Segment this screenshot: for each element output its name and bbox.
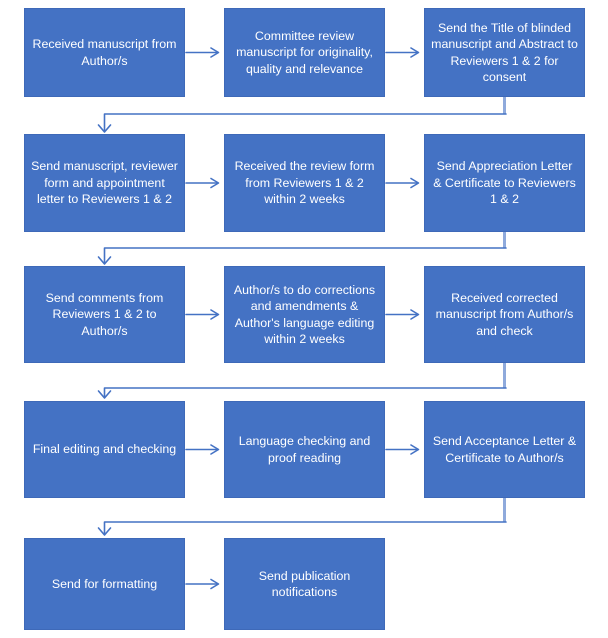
flow-step-committee-review: Committee review manuscript for original…	[224, 8, 385, 97]
flow-step-label: Send Acceptance Letter & Certificate to …	[432, 434, 577, 465]
flow-step-received-corrected: Received corrected manuscript from Autho…	[424, 266, 585, 363]
elbow-down-connector	[97, 232, 507, 265]
arrow-right-icon	[185, 47, 220, 58]
elbow-down-connector	[97, 363, 507, 399]
flow-step-send-publication: Send publication notifications	[224, 538, 385, 630]
flow-step-label: Received corrected manuscript from Autho…	[435, 290, 574, 338]
flow-step-label: Committee review manuscript for original…	[236, 28, 373, 76]
elbow-down-connector	[97, 97, 507, 133]
arrow-right-icon	[185, 444, 220, 455]
flow-step-label: Send manuscript, reviewer form and appoi…	[31, 159, 178, 207]
flow-step-send-manuscript-forms: Send manuscript, reviewer form and appoi…	[24, 134, 185, 232]
elbow-down-connector	[97, 498, 507, 536]
arrow-right-icon	[385, 309, 420, 320]
flow-step-received-manuscript: Received manuscript from Author/s	[24, 8, 185, 97]
flow-step-received-review-form: Received the review form from Reviewers …	[224, 134, 385, 232]
arrow-right-icon	[185, 309, 220, 320]
flow-step-send-appreciation: Send Appreciation Letter & Certificate t…	[424, 134, 585, 232]
flow-step-send-formatting: Send for formatting	[24, 538, 185, 630]
flow-step-label: Send the Title of blinded manuscript and…	[431, 20, 578, 84]
flow-step-label: Author/s to do corrections and amendment…	[233, 282, 376, 346]
flow-step-send-acceptance: Send Acceptance Letter & Certificate to …	[424, 401, 585, 498]
flow-step-label: Send Appreciation Letter & Certificate t…	[433, 159, 576, 207]
arrow-right-icon	[385, 444, 420, 455]
flow-step-language-checking: Language checking and proof reading	[224, 401, 385, 498]
flow-step-label: Send comments from Reviewers 1 & 2 to Au…	[45, 290, 164, 338]
flow-step-send-comments: Send comments from Reviewers 1 & 2 to Au…	[24, 266, 185, 363]
flow-step-send-title-abstract: Send the Title of blinded manuscript and…	[424, 8, 585, 97]
flow-step-label: Received the review form from Reviewers …	[234, 159, 375, 207]
flow-step-label: Send publication notifications	[258, 568, 351, 599]
flow-step-label: Final editing and checking	[32, 442, 177, 457]
flow-step-label: Send for formatting	[51, 576, 158, 591]
flow-step-authors-corrections: Author/s to do corrections and amendment…	[224, 266, 385, 363]
arrow-right-icon	[385, 177, 420, 189]
flow-step-final-editing: Final editing and checking	[24, 401, 185, 498]
flow-step-label: Language checking and proof reading	[238, 434, 371, 465]
flow-step-label: Received manuscript from Author/s	[32, 37, 177, 68]
arrow-right-icon	[185, 177, 220, 189]
arrow-right-icon	[385, 47, 420, 58]
arrow-right-icon	[185, 578, 220, 590]
